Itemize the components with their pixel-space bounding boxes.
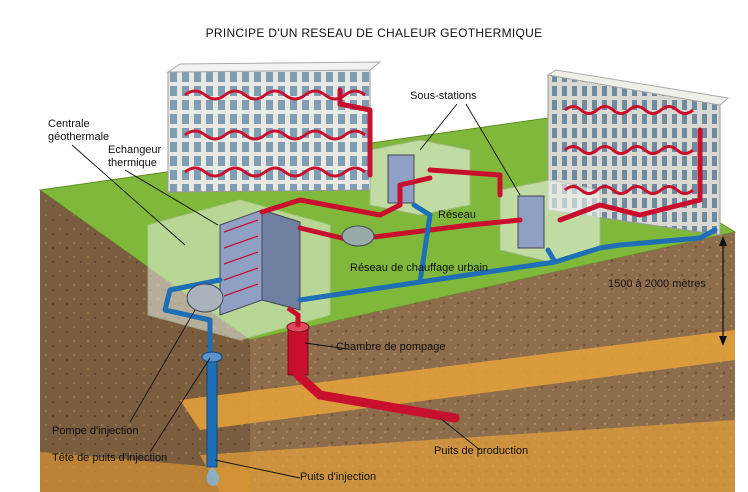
label-sous-stations: Sous-stations — [410, 90, 477, 102]
production-well-pipe — [293, 370, 460, 423]
injection-pump — [186, 283, 224, 313]
aquifer-layer — [180, 330, 735, 430]
label-echangeur: Echangeur thermique — [108, 144, 162, 169]
injection-well-pipe — [206, 354, 218, 468]
label-puits-injection: Puits d'injection — [300, 471, 377, 483]
substation-1 — [369, 139, 471, 216]
label-tete-puits: Tête de puits d'injection — [52, 452, 168, 464]
cold-network-pipe — [297, 245, 603, 303]
label-reseau-chauffage: Réseau de chauffage urbain — [350, 262, 489, 274]
label-chambre-pompage: Chambre de pompage — [336, 341, 446, 353]
label-reseau: Réseau — [438, 209, 476, 221]
hot-network-pipe — [259, 197, 403, 218]
label-puits-production: Puits de production — [434, 445, 529, 457]
network-pump — [341, 225, 375, 247]
label-profondeur: 1500 à 2000 mètres — [608, 278, 706, 290]
diagram-title: PRINCIPE D'UN RESEAU DE CHALEUR GEOTHERM… — [205, 26, 543, 40]
label-centrale: Centrale géothermale — [48, 118, 110, 143]
label-pompe-injection: Pompe d'injection — [52, 425, 139, 437]
